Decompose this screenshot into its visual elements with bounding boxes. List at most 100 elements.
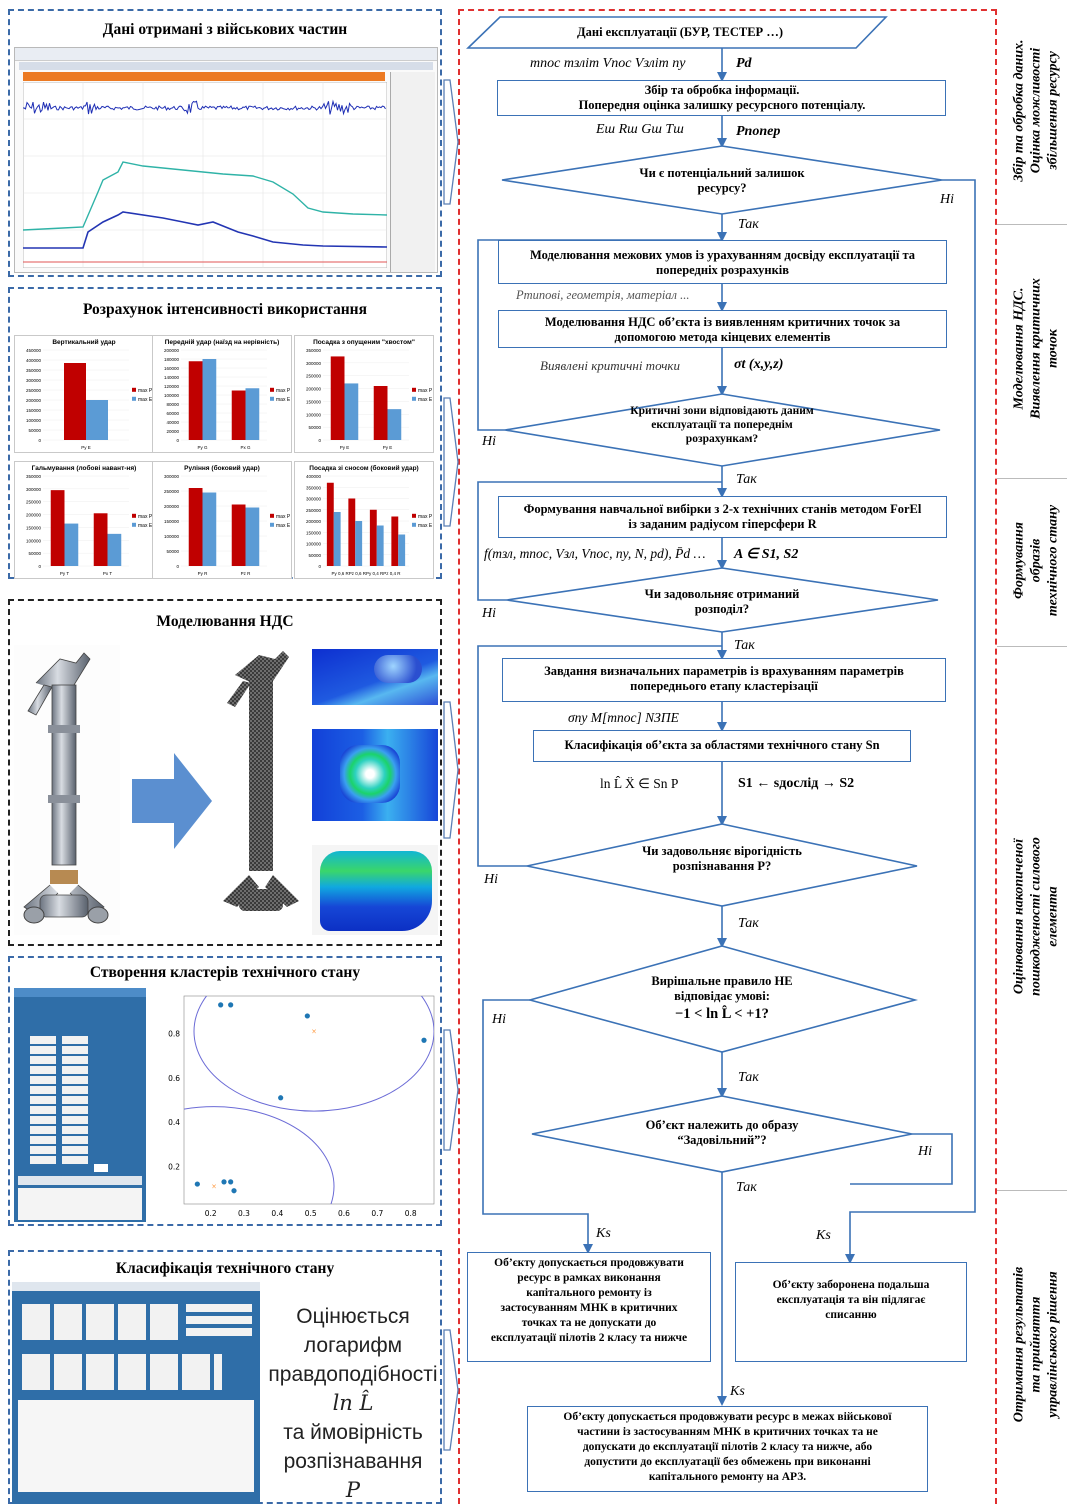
y-tick-label: 0.2: [168, 1162, 180, 1171]
vars-1: mпос mзліт Vпос Vзліт ny: [530, 56, 686, 71]
flow-frame-left: [458, 9, 460, 1504]
tick-label: 50000: [28, 428, 41, 433]
panel-title: Моделювання НДС: [156, 613, 294, 630]
legend-label: max P: [418, 514, 433, 520]
legend-swatch: [412, 513, 416, 518]
cluster-circle: [184, 1106, 335, 1204]
legend-swatch: [412, 396, 416, 401]
label-no-2: Ні: [482, 434, 496, 449]
y-tick-label: 0.4: [168, 1118, 180, 1127]
legend-label: max P: [276, 388, 291, 394]
legend-label: max E: [138, 397, 153, 403]
collect-box: [497, 80, 946, 116]
bar: [330, 356, 345, 440]
label-yes-5: Так: [738, 1070, 759, 1085]
bar: [231, 390, 246, 440]
panel-clusters: Створення кластерів технічного стану ××0…: [8, 956, 442, 1226]
s-expr: S1 ← sдослід → S2: [738, 776, 855, 791]
label-yes-1: Так: [738, 217, 759, 232]
cluster-circle: [193, 996, 434, 1112]
category-label: Px G: [240, 445, 251, 450]
tick-label: 50000: [166, 549, 179, 554]
category-label: Py G: [197, 445, 208, 450]
legend-label: max E: [138, 523, 153, 529]
category-label: Py 0,6 RPz 0,6 RPy 0,4 RPz 0,4 R: [331, 571, 401, 576]
bar: [86, 400, 108, 440]
pd-label: Pd: [736, 56, 752, 71]
category-label: Py T: [60, 571, 69, 576]
legend-swatch: [132, 396, 136, 401]
label-no-1: Ні: [940, 192, 954, 207]
stress-contour-1: [312, 649, 438, 705]
tick-label: 160000: [164, 366, 180, 371]
tick-label: 250000: [164, 489, 180, 494]
label-no-6: Ні: [918, 1144, 932, 1159]
label-no-3: Ні: [482, 606, 496, 621]
tick-label: 200000: [26, 513, 42, 518]
classify-box: [533, 730, 911, 762]
vars-2: Eш Rш Gш Tш: [596, 122, 684, 137]
tick-label: 300000: [26, 487, 42, 492]
legend-label: max P: [138, 514, 153, 520]
tick-label: 100000: [306, 542, 322, 547]
tick-label: 0: [38, 564, 41, 569]
intensity-chart: Передній удар (наїзд на нерівність)20000…: [152, 335, 292, 453]
cluster-center: ×: [211, 1181, 216, 1191]
tick-label: 200000: [306, 387, 322, 392]
tick-label: 350000: [26, 368, 42, 373]
tick-label: 40000: [166, 420, 179, 425]
tick-label: 300000: [306, 361, 322, 366]
scatter-point: [304, 1013, 310, 1019]
classify-text: Класифікація об’єкта за областями техніч…: [564, 738, 880, 752]
legend-swatch: [270, 387, 274, 392]
x-tick-label: 0.2: [205, 1209, 217, 1218]
bar: [344, 383, 359, 440]
tick-label: 150000: [26, 525, 42, 530]
tick-label: 300000: [26, 378, 42, 383]
tick-label: 200000: [26, 398, 42, 403]
decision-6: Об’єкт належить до образу“Задовільний”?: [645, 1118, 799, 1147]
tick-label: 250000: [26, 388, 42, 393]
define-params-box: [502, 658, 946, 702]
category-label: Py E: [340, 445, 350, 450]
scatter-point: [228, 1179, 234, 1185]
tick-label: 250000: [26, 500, 42, 505]
tick-label: 80000: [166, 402, 179, 407]
bar: [376, 525, 384, 566]
classification-line: P: [345, 1478, 361, 1502]
flow-frame-right: [995, 9, 997, 1504]
telemetry-signals: [23, 82, 387, 268]
tick-label: 100000: [164, 534, 180, 539]
x-tick-label: 0.3: [238, 1209, 250, 1218]
tick-label: 200000: [164, 504, 180, 509]
tick-label: 200000: [306, 519, 322, 524]
tick-label: 50000: [28, 551, 41, 556]
tick-label: 20000: [166, 429, 179, 434]
panel-title: Класифікація технічного стану: [115, 1260, 335, 1277]
panel-title: Дані отримані з військових частин: [102, 21, 348, 38]
bar: [391, 516, 399, 566]
model-params: Pтиповi, геометрія, матеріал ...: [516, 288, 690, 302]
bar: [348, 498, 356, 566]
chart-title: Гальмування (лобові навант-ня): [31, 465, 137, 472]
tick-label: 100000: [26, 538, 42, 543]
fem-text: Моделювання НДС об’єкта із виявленням кр…: [544, 315, 901, 344]
tick-label: 100000: [26, 418, 42, 423]
legend-label: max E: [418, 397, 433, 403]
stress-contour-3: [312, 845, 438, 935]
legend-label: max E: [418, 523, 433, 529]
legend-label: max E: [276, 523, 291, 529]
cluster-center: ×: [311, 1026, 316, 1036]
x-tick-label: 0.4: [271, 1209, 283, 1218]
scatter-point: [231, 1188, 237, 1194]
cad-model-image: [14, 645, 120, 935]
boundary-model-box: [498, 240, 947, 284]
sample-box: [498, 496, 947, 538]
bar: [188, 361, 203, 440]
tick-label: 300000: [164, 474, 180, 479]
bar: [50, 490, 65, 566]
tick-label: 140000: [164, 375, 180, 380]
